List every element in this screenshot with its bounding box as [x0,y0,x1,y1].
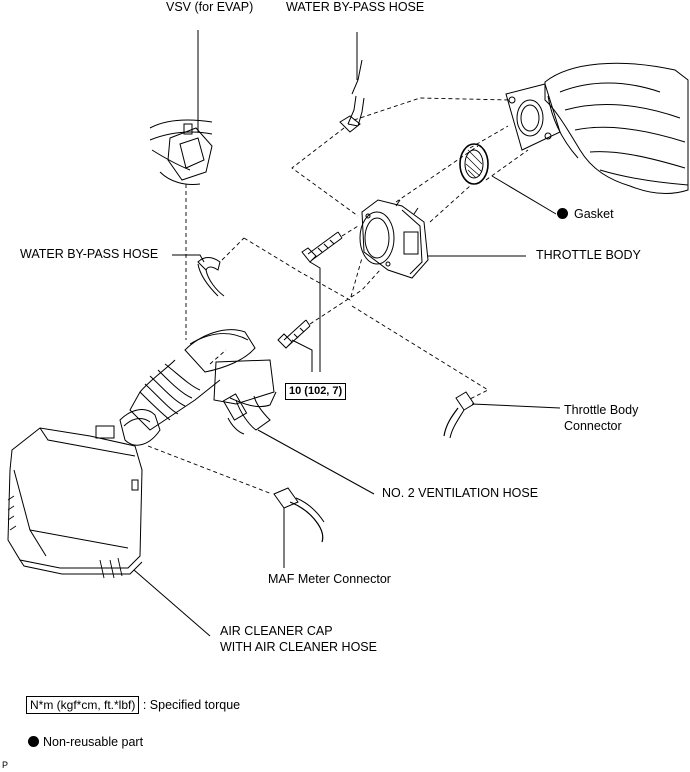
gasket-part [459,143,489,185]
throttle-body-connector-part [443,391,475,439]
torque-spec-box: 10 (102, 7) [285,383,347,400]
vsv-part [149,119,213,185]
corner-mark: P [2,760,9,770]
legend-black-dot [28,736,39,747]
air-cleaner-cap-part [7,425,143,579]
air-cleaner-hose-part [119,329,277,446]
leader-lines [133,30,561,637]
label-water-bypass-hose-top: WATER BY-PASS HOSE [286,0,425,14]
legend-torque: N*m (kgf*cm, ft.*lbf) : Specified torque [26,696,241,714]
label-vsv: VSV (for EVAP) [166,0,254,14]
gasket-nonreusable-dot [557,208,568,219]
water-bypass-hose-top-part [339,59,365,133]
throttle-body-part [359,199,429,279]
maf-meter-connector-part [273,487,325,543]
label-air-cleaner-cap-1: AIR CLEANER CAP [220,624,333,638]
label-gasket: Gasket [574,207,614,221]
water-bypass-hose-left-part [197,257,225,297]
label-throttle-body-connector-2: Connector [564,419,622,433]
label-throttle-body: THROTTLE BODY [536,248,641,262]
legend-torque-desc: : Specified torque [142,698,241,712]
assembly-guide-lines [147,97,529,495]
bolt-lower [277,319,311,349]
legend-torque-unit-box: N*m (kgf*cm, ft.*lbf) [26,696,140,714]
bolt-upper [301,231,343,263]
intake-manifold [505,62,689,194]
legend-non-reusable-text: Non-reusable part [43,735,144,749]
label-throttle-body-connector-1: Throttle Body [564,403,639,417]
label-air-cleaner-cap-2: WITH AIR CLEANER HOSE [220,640,377,654]
legend-non-reusable: Non-reusable part [28,735,143,750]
label-no2-ventilation-hose: NO. 2 VENTILATION HOSE [382,486,539,500]
label-maf-meter-connector: MAF Meter Connector [268,572,391,586]
label-water-bypass-hose-left: WATER BY-PASS HOSE [20,247,159,261]
